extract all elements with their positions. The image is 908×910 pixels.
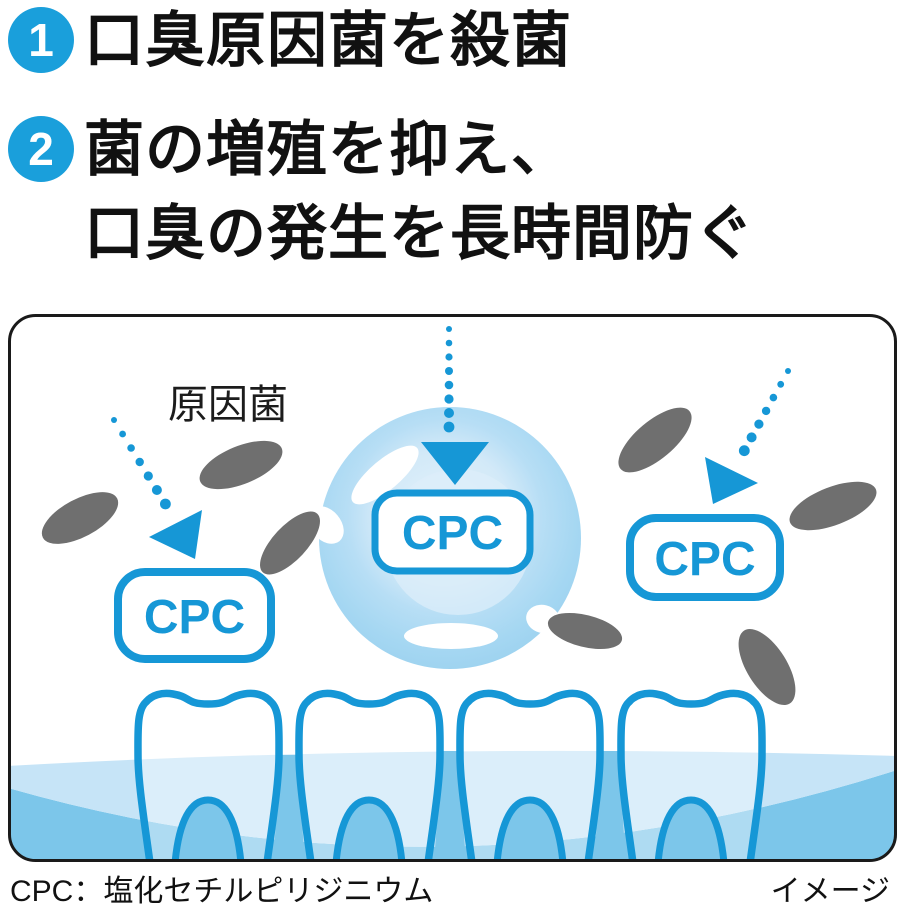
- bacteria-oval: [41, 492, 119, 544]
- bacteria-oval: [738, 629, 796, 705]
- step-1-title: 口臭原因菌を殺菌: [84, 7, 572, 74]
- root-gaps: [171, 796, 728, 861]
- cpc-badges: CPC CPC CPC: [114, 489, 784, 663]
- teeth-row: [134, 689, 766, 861]
- step-1-number: 1: [28, 14, 54, 66]
- root-gap: [171, 796, 245, 861]
- tooth-outline: [134, 689, 283, 861]
- cpc-badge-right-label: CPC: [654, 533, 755, 586]
- tooth: [620, 693, 763, 861]
- step-1-number-badge: 1: [8, 7, 74, 73]
- bacteria-oval: [547, 612, 623, 650]
- box-border: [8, 314, 897, 862]
- step-2-title-line1: 菌の増殖を抑え、: [84, 116, 572, 183]
- tooth: [459, 693, 601, 861]
- tooth: [298, 693, 441, 861]
- bacteria-oval: [618, 407, 692, 473]
- image-disclaimer-label: イメージ: [770, 875, 890, 908]
- cpc-definition-note: CPC：塩化セチルピリジニウム: [10, 875, 434, 908]
- bubble-highlight-bottom: [404, 623, 498, 649]
- step-2-number-badge: 2: [8, 116, 74, 182]
- cpc-badge-left: CPC: [114, 568, 275, 663]
- bacteria-oval: [199, 440, 283, 490]
- cpc-badge-center-label: CPC: [402, 507, 503, 560]
- cpc-badge-center: CPC: [371, 489, 534, 575]
- dotted-arrow-center: [421, 326, 489, 485]
- bacteria-oval: [260, 511, 320, 575]
- tooth-outline: [295, 689, 444, 861]
- illustration-box: 原因菌: [8, 314, 897, 862]
- arrowhead-right-icon: [705, 457, 758, 504]
- teeth-fills: [137, 693, 763, 861]
- step-2-number: 2: [28, 123, 54, 175]
- root-gap: [654, 796, 728, 861]
- bubble-highlight-top: [351, 445, 419, 505]
- step-2-title-line2: 口臭の発生を長時間防ぐ: [84, 200, 755, 267]
- dotted-arrow-right: [705, 368, 791, 504]
- bacteria-group: [41, 407, 877, 705]
- root-gap: [332, 796, 406, 861]
- arrowhead-center-icon: [421, 442, 489, 485]
- dotted-arrow-left: [111, 417, 202, 559]
- bacteria-label: 原因菌: [168, 383, 288, 427]
- tooth-outline: [456, 689, 604, 861]
- tooth: [137, 693, 280, 861]
- tooth-outline: [617, 689, 766, 861]
- root-gap: [493, 796, 567, 861]
- teeth-outlines: [134, 689, 766, 861]
- cpc-badge-right: CPC: [626, 514, 784, 601]
- cpc-badge-left-label: CPC: [144, 591, 245, 644]
- bacteria-oval: [789, 481, 877, 531]
- arrowhead-left-icon: [149, 510, 202, 559]
